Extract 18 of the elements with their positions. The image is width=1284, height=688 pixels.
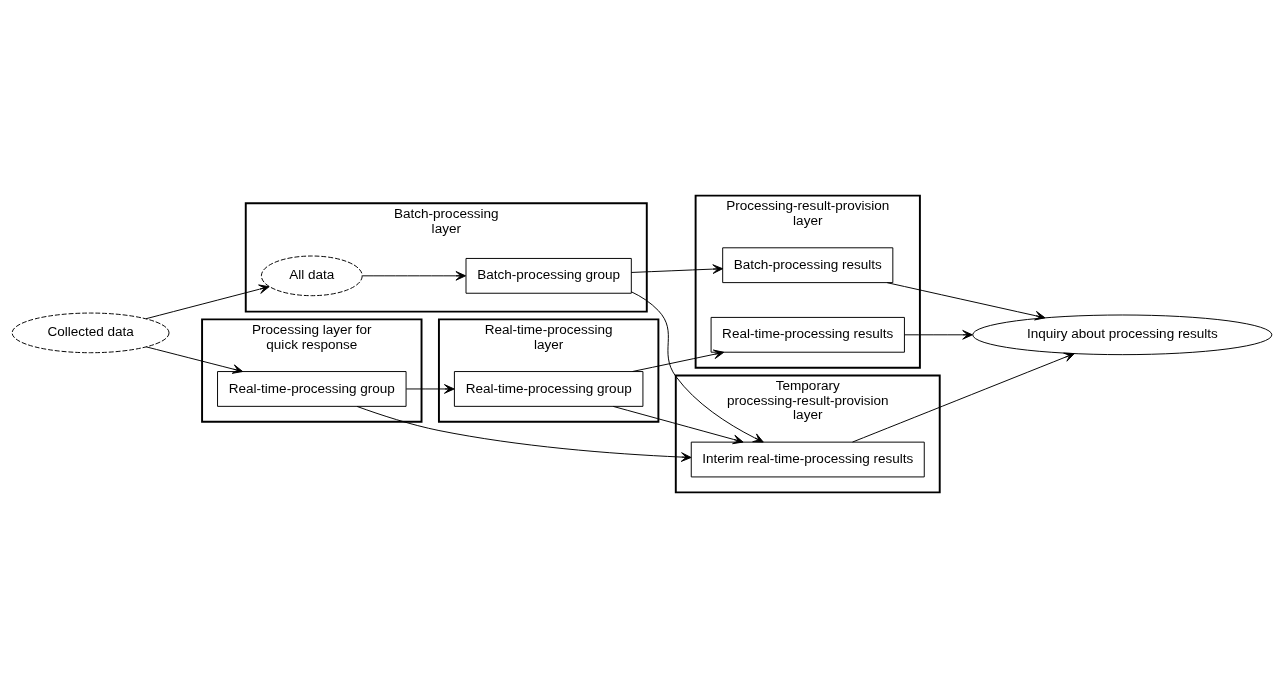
- arrow: [631, 349, 725, 372]
- node-box: Batch-processing results: [722, 247, 894, 284]
- arrow: [904, 330, 973, 340]
- arrow: [886, 282, 1046, 321]
- node-box: Batch-processing group: [465, 257, 632, 294]
- arrow: [630, 291, 764, 443]
- arrow: [145, 284, 270, 320]
- node-ellipse: Inquiry about processing results: [972, 314, 1273, 356]
- node-box: Real-time-processing group: [453, 371, 644, 407]
- arrow: [852, 352, 1075, 443]
- arrow: [405, 384, 455, 394]
- node-ellipse: Collected data: [11, 312, 170, 354]
- node-box: Interim real-time-processing results: [690, 441, 925, 478]
- arrow: [630, 264, 724, 274]
- node-box: Real-time-processing group: [217, 371, 407, 407]
- arrow: [362, 271, 467, 281]
- node-box: Real-time-processing results: [710, 316, 905, 353]
- arrow: [145, 346, 244, 374]
